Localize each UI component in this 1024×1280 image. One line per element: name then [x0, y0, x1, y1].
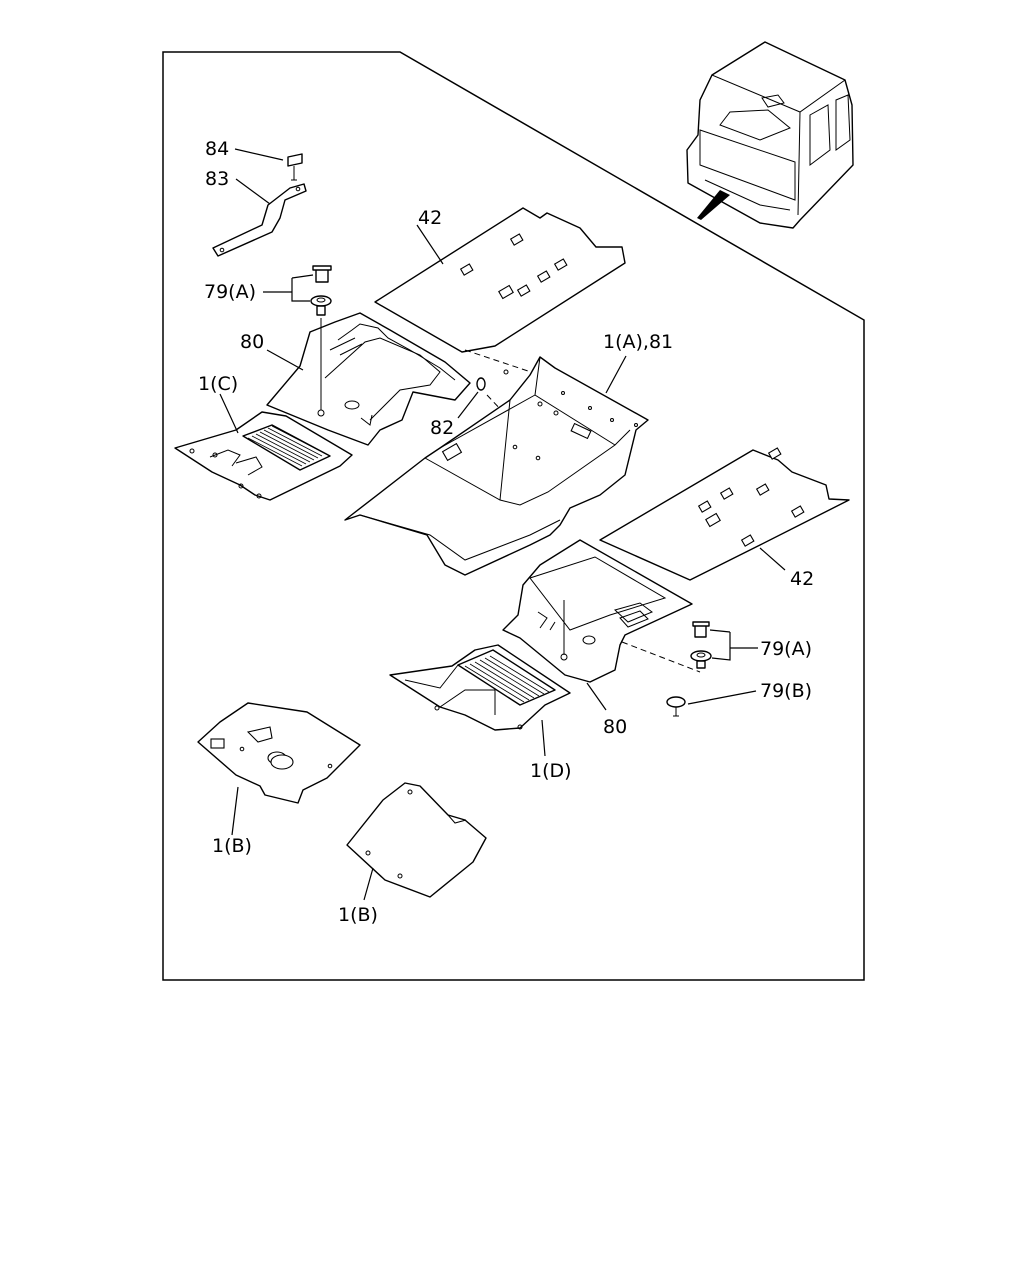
bracket-83: [212, 183, 307, 257]
grommet-82: [476, 369, 509, 391]
label-79a-right: 79(A): [760, 638, 812, 660]
clip-79a-top: [310, 265, 332, 316]
clip-79b: [666, 696, 686, 717]
label-42-top: 42: [418, 207, 442, 229]
label-80-bottom: 80: [603, 716, 627, 738]
label-83: 83: [205, 168, 229, 190]
leader-lines: [219, 148, 786, 901]
label-79b: 79(B): [760, 680, 812, 702]
floor-panel-1d: [389, 644, 571, 731]
label-1a-81: 1(A),81: [603, 331, 673, 353]
clip-79a-right: [690, 621, 712, 669]
floor-panel-80-bottom: [502, 539, 693, 683]
label-79a-top: 79(A): [204, 281, 256, 303]
label-1b-bottom: 1(B): [338, 904, 378, 926]
diagram-frame: [162, 51, 865, 981]
label-1b-left: 1(B): [212, 835, 252, 857]
label-42-right: 42: [790, 568, 814, 590]
label-1d: 1(D): [530, 760, 572, 782]
floor-mat-42-right: [599, 449, 850, 581]
floor-tunnel-1a: [344, 356, 649, 576]
label-80-top: 80: [240, 331, 264, 353]
screw-84: [287, 153, 303, 181]
floor-mat-42-top: [374, 207, 626, 353]
label-1c: 1(C): [198, 373, 238, 395]
floor-panel-1c: [174, 411, 353, 501]
label-82: 82: [430, 417, 454, 439]
floor-panel-1b-bottom: [346, 782, 487, 898]
cab-locator-image: [686, 41, 854, 229]
label-84: 84: [205, 138, 229, 160]
